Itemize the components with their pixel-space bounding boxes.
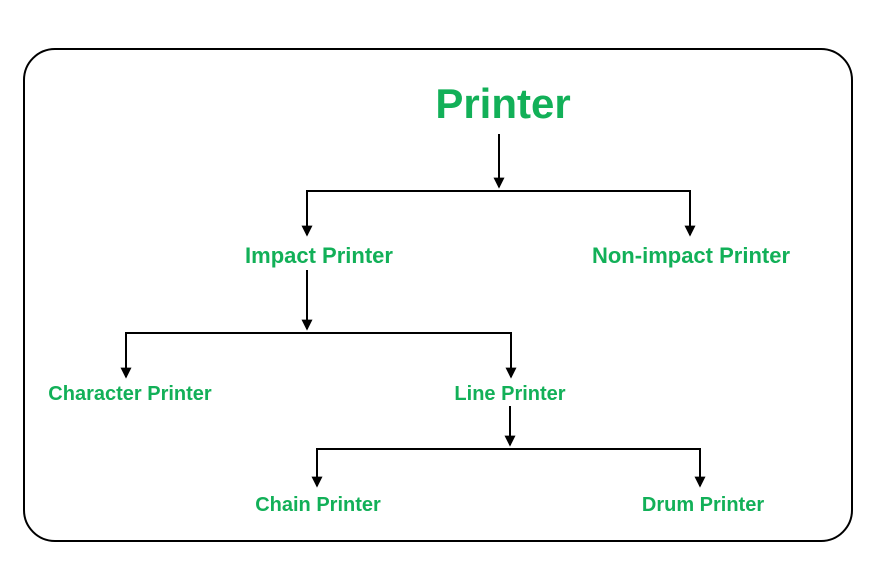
node-label-impact-printer: Impact Printer [245, 242, 393, 268]
node-label-printer: Printer [435, 79, 571, 127]
node-label-non-impact-printer: Non-impact Printer [591, 242, 791, 268]
node-label-chain-printer: Chain Printer [255, 494, 381, 516]
diagram-rounded-border [23, 48, 853, 542]
node-label-drum-printer: Drum Printer [641, 494, 765, 516]
node-label-line-printer: Line Printer [454, 383, 566, 405]
node-label-character-printer: Character Printer [48, 383, 212, 405]
